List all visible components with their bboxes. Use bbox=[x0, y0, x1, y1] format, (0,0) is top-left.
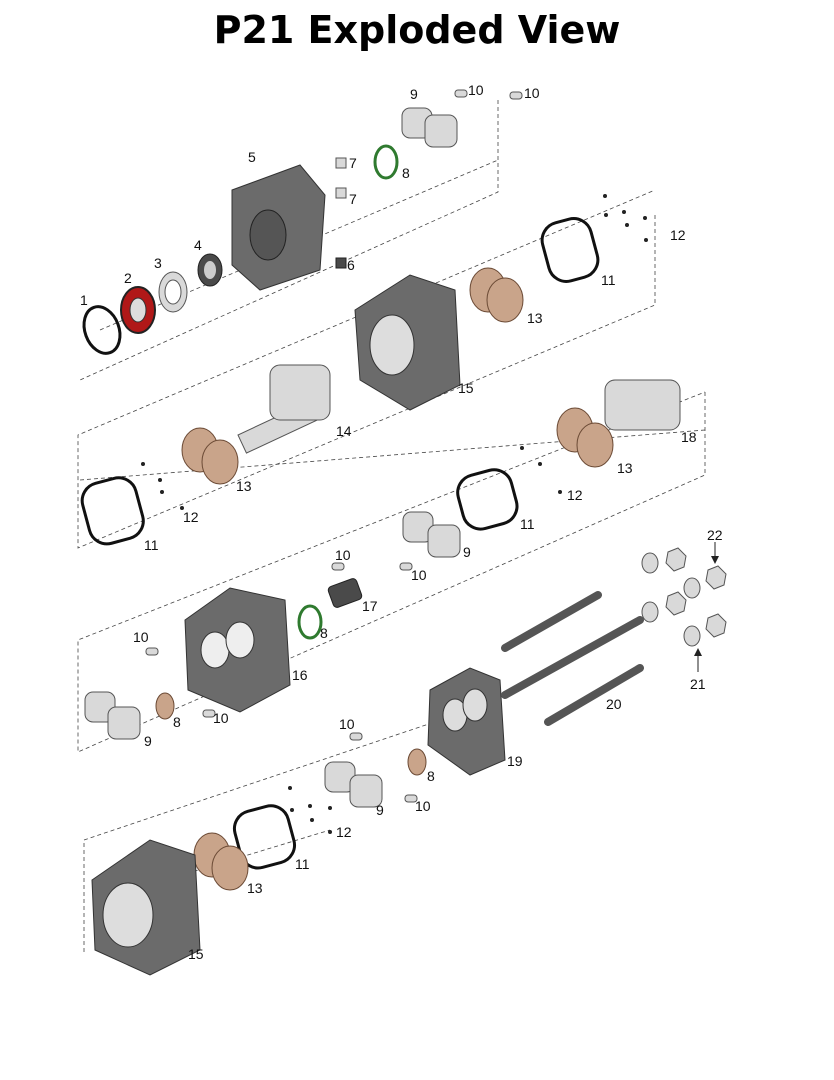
label-22: 22 bbox=[707, 527, 723, 543]
part-21-washers bbox=[641, 552, 701, 647]
part-7-fittings bbox=[335, 157, 347, 199]
label-9: 9 bbox=[463, 544, 471, 560]
part-17-coupling bbox=[327, 578, 363, 608]
label-8: 8 bbox=[427, 768, 435, 784]
part-labels: 1 2 3 4 5 6 7 7 8 9 10 10 11 12 13 15 14… bbox=[80, 82, 723, 962]
label-14: 14 bbox=[336, 423, 352, 439]
label-6: 6 bbox=[347, 257, 355, 273]
label-10: 10 bbox=[524, 85, 540, 101]
part-12-dots-c bbox=[288, 786, 332, 834]
label-8: 8 bbox=[173, 714, 181, 730]
part-20-tie-rods bbox=[501, 591, 644, 726]
part-11-seal-c bbox=[232, 804, 297, 870]
label-9: 9 bbox=[144, 733, 152, 749]
label-13: 13 bbox=[617, 460, 633, 476]
label-10: 10 bbox=[133, 629, 149, 645]
part-13-wear-plates-b bbox=[181, 407, 614, 485]
label-11: 11 bbox=[601, 272, 616, 288]
label-7: 7 bbox=[349, 191, 357, 207]
label-7: 7 bbox=[349, 155, 357, 171]
label-18: 18 bbox=[681, 429, 697, 445]
label-11: 11 bbox=[144, 537, 159, 553]
part-9-bearings-b bbox=[84, 511, 461, 808]
part-19-rear-cover bbox=[427, 667, 506, 776]
part-6-plug bbox=[335, 257, 347, 269]
part-1-oring bbox=[82, 305, 122, 355]
label-10: 10 bbox=[335, 547, 351, 563]
part-11-seal bbox=[540, 217, 600, 283]
callout-arrows bbox=[694, 542, 719, 672]
label-2: 2 bbox=[124, 270, 132, 286]
label-10: 10 bbox=[468, 82, 484, 98]
part-13-wear-plates bbox=[469, 267, 524, 323]
part-5-front-cover bbox=[231, 164, 326, 291]
label-16: 16 bbox=[292, 667, 308, 683]
label-9: 9 bbox=[410, 86, 418, 102]
part-14-drive-gear bbox=[237, 364, 331, 454]
label-10: 10 bbox=[415, 798, 431, 814]
part-11-seals-b bbox=[80, 468, 519, 546]
label-10: 10 bbox=[213, 710, 229, 726]
part-15-gear-housing bbox=[354, 274, 461, 411]
label-13: 13 bbox=[527, 310, 543, 326]
label-13: 13 bbox=[236, 478, 252, 494]
label-12: 12 bbox=[336, 824, 352, 840]
assembly-guide-lines bbox=[77, 100, 706, 952]
label-8: 8 bbox=[320, 625, 328, 641]
part-3-washer bbox=[158, 271, 188, 313]
label-9: 9 bbox=[376, 802, 384, 818]
label-15: 15 bbox=[458, 380, 474, 396]
label-3: 3 bbox=[154, 255, 162, 271]
part-16-center-section bbox=[184, 587, 291, 713]
label-17: 17 bbox=[362, 598, 378, 614]
label-8: 8 bbox=[402, 165, 410, 181]
part-8-orings-b bbox=[155, 604, 427, 776]
part-2-seal bbox=[120, 286, 156, 334]
part-12-dots-b bbox=[141, 446, 562, 510]
part-4-bearing bbox=[197, 253, 223, 287]
part-9-bearings bbox=[401, 107, 458, 148]
part-10-pins bbox=[454, 89, 523, 100]
label-4: 4 bbox=[194, 237, 202, 253]
part-8-oring-green bbox=[373, 144, 399, 180]
label-21: 21 bbox=[690, 676, 706, 692]
label-12: 12 bbox=[567, 487, 583, 503]
part-12-dots bbox=[603, 194, 648, 242]
label-5: 5 bbox=[248, 149, 256, 165]
part-22-nuts bbox=[665, 547, 727, 638]
label-20: 20 bbox=[606, 696, 622, 712]
label-10: 10 bbox=[411, 567, 427, 583]
part-13-wear-plates-c bbox=[193, 832, 249, 891]
label-12: 12 bbox=[670, 227, 686, 243]
part-15-gear-housing-b bbox=[91, 839, 201, 976]
label-15: 15 bbox=[188, 946, 204, 962]
label-1: 1 bbox=[80, 292, 88, 308]
label-11: 11 bbox=[520, 516, 535, 532]
label-19: 19 bbox=[507, 753, 523, 769]
label-12: 12 bbox=[183, 509, 199, 525]
part-18-idler-gear bbox=[604, 379, 681, 431]
part-10-pins-b bbox=[145, 562, 418, 803]
label-11: 11 bbox=[295, 856, 310, 872]
label-13: 13 bbox=[247, 880, 263, 896]
page-title: P21 Exploded View bbox=[213, 8, 621, 52]
label-10: 10 bbox=[339, 716, 355, 732]
